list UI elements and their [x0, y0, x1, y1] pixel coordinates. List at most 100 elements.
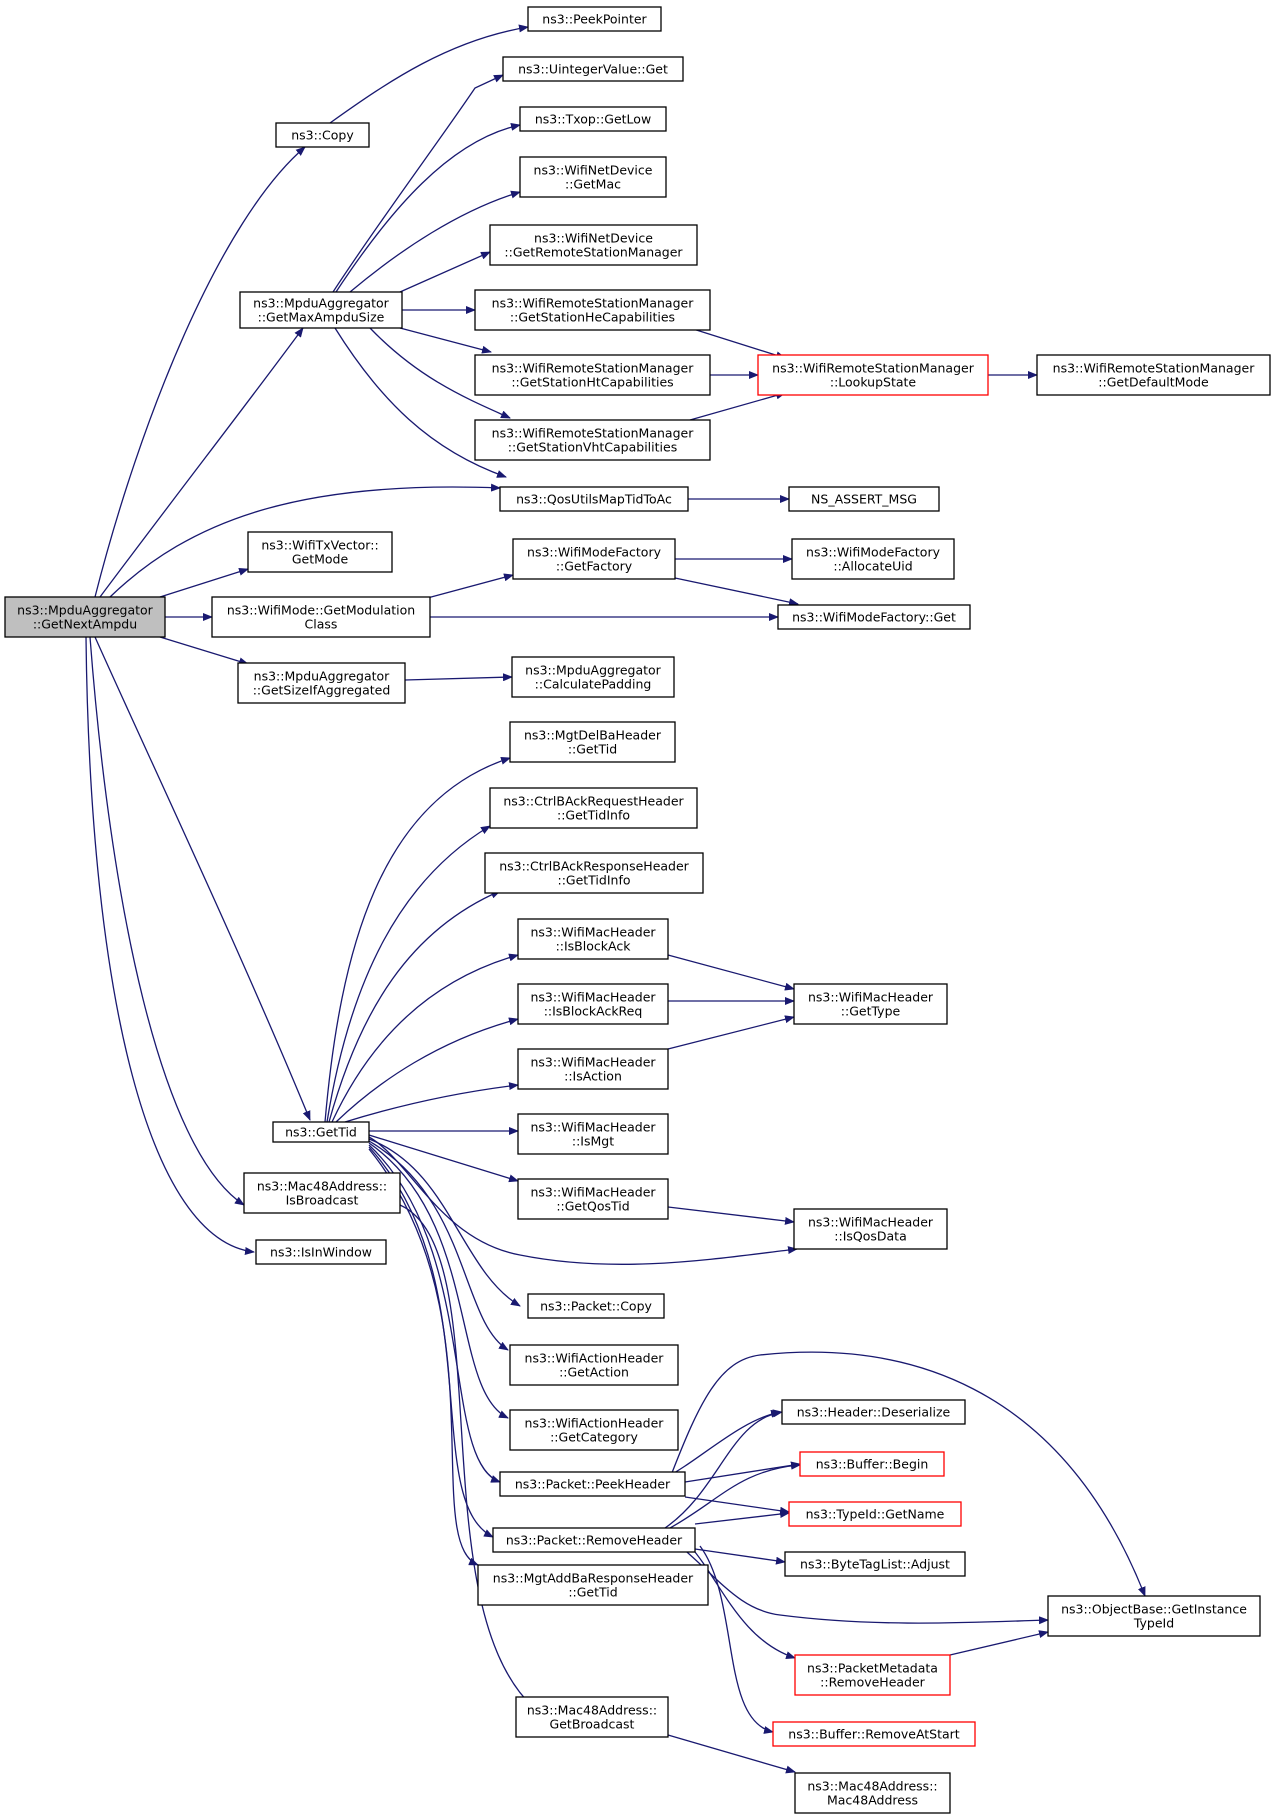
node-root[interactable]: ns3::MpduAggregator::GetNextAmpdu [4, 596, 166, 638]
node-barresptid[interactable]: ns3::CtrlBAckResponseHeader::GetTidInfo [484, 852, 704, 894]
node-isqosdata[interactable]: ns3::WifiMacHeader::IsQosData [793, 1208, 948, 1250]
node-hdrdeser[interactable]: ns3::Header::Deserialize [781, 1399, 966, 1425]
node-bufbegin[interactable]: ns3::Buffer::Begin [799, 1451, 945, 1477]
node-wmfget[interactable]: ns3::WifiModeFactory::Get [777, 604, 971, 630]
node-label: ns3::WifiNetDevice [534, 231, 653, 246]
node-box [1036, 354, 1271, 396]
node-label: ::GetMac [565, 177, 621, 192]
node-label: ::GetFactory [556, 559, 633, 574]
node-label: ns3::MpduAggregator [253, 296, 390, 311]
node-gethe[interactable]: ns3::WifiRemoteStationManager::GetStatio… [474, 289, 711, 331]
node-label: ::AllocateUid [833, 559, 912, 574]
edge-gettid-addbatid [368, 1148, 479, 1566]
node-label: ::GetStationHtCapabilities [511, 375, 673, 390]
node-getaction[interactable]: ns3::WifiActionHeader::GetAction [509, 1344, 679, 1386]
node-box [474, 289, 711, 331]
node-getqostid[interactable]: ns3::WifiMacHeader::GetQosTid [517, 1178, 669, 1220]
node-ismgt[interactable]: ns3::WifiMacHeader::IsMgt [517, 1113, 669, 1155]
node-txgetmode[interactable]: ns3::WifiTxVector::GetMode [247, 531, 393, 573]
node-box [794, 1654, 951, 1696]
node-box [772, 1721, 976, 1747]
node-box [272, 1121, 370, 1143]
node-box [502, 56, 684, 82]
node-box [1047, 1595, 1261, 1637]
edge-root-maxampdu [99, 327, 304, 598]
edge-maxampdu-getvht [369, 327, 511, 419]
node-label: ::GetAction [559, 1365, 629, 1380]
node-box [243, 1172, 401, 1214]
node-isbcast[interactable]: ns3::Mac48Address::IsBroadcast [243, 1172, 401, 1214]
node-removehdr[interactable]: ns3::Packet::RemoveHeader [492, 1527, 696, 1553]
edge-maxampdu-getht [399, 327, 492, 354]
edge-removehdr-pmremovehdr [689, 1545, 796, 1659]
node-label: ns3::Txop::GetLow [535, 112, 651, 127]
node-isblockack[interactable]: ns3::WifiMacHeader::IsBlockAck [517, 918, 669, 960]
node-txoplow[interactable]: ns3::Txop::GetLow [519, 106, 667, 132]
node-getht[interactable]: ns3::WifiRemoteStationManager::GetStatio… [474, 354, 711, 396]
edge-gettid-isblockackreq [335, 1017, 519, 1123]
node-gettid[interactable]: ns3::GetTid [272, 1121, 370, 1143]
node-copy[interactable]: ns3::Copy [275, 122, 370, 148]
node-label: ns3::ByteTagList::Adjust [800, 1557, 950, 1572]
node-box [509, 1409, 679, 1451]
node-label: ::GetStationHeCapabilities [510, 310, 675, 325]
node-addbatid[interactable]: ns3::MgtAddBaResponseHeader::GetTid [477, 1564, 709, 1606]
node-label: ns3::Mac48Address:: [807, 1779, 937, 1794]
edge-root-txgetmode [159, 567, 249, 598]
edge-removehdr-bufbegin [669, 1461, 801, 1529]
node-box [474, 419, 711, 461]
node-getmac[interactable]: ns3::WifiNetDevice::GetMac [519, 156, 667, 198]
node-peekptr[interactable]: ns3::PeekPointer [527, 6, 662, 32]
node-isaction[interactable]: ns3::WifiMacHeader::IsAction [517, 1048, 669, 1090]
node-box [4, 596, 166, 638]
node-getrsm[interactable]: ns3::WifiNetDevice::GetRemoteStationMana… [489, 224, 698, 266]
node-label: ns3::MpduAggregator [17, 603, 154, 618]
node-bufremove[interactable]: ns3::Buffer::RemoveAtStart [772, 1721, 976, 1747]
node-lookup[interactable]: ns3::WifiRemoteStationManager::LookupSta… [757, 354, 989, 396]
node-getbcast[interactable]: ns3::Mac48Address::GetBroadcast [515, 1696, 669, 1738]
edge-gettid-isblockack [331, 953, 519, 1123]
node-peekhdr[interactable]: ns3::Packet::PeekHeader [499, 1471, 686, 1497]
node-gettype[interactable]: ns3::WifiMacHeader::GetType [793, 983, 948, 1025]
node-getcategory[interactable]: ns3::WifiActionHeader::GetCategory [509, 1409, 679, 1451]
node-pktcopy[interactable]: ns3::Packet::Copy [527, 1293, 665, 1319]
node-box [515, 1696, 669, 1738]
node-delbatid[interactable]: ns3::MgtDelBaHeader::GetTid [509, 721, 676, 763]
node-allocuid[interactable]: ns3::WifiModeFactory::AllocateUid [791, 538, 955, 580]
node-nsassert[interactable]: NS_ASSERT_MSG [788, 486, 940, 512]
node-getfactory[interactable]: ns3::WifiModeFactory::GetFactory [512, 538, 676, 580]
node-sizeifagg[interactable]: ns3::MpduAggregator::GetSizeIfAggregated [237, 662, 406, 704]
node-calcpad[interactable]: ns3::MpduAggregator::CalculatePadding [511, 656, 675, 698]
node-label: ns3::WifiMacHeader [808, 990, 934, 1005]
node-label: ns3::MgtAddBaResponseHeader [493, 1571, 694, 1586]
edge-root-qosmap [109, 483, 501, 598]
node-typeidname[interactable]: ns3::TypeId::GetName [788, 1501, 962, 1527]
edge-gettid-peekhdr [368, 1144, 501, 1483]
node-box [784, 1551, 966, 1577]
node-label: ::IsQosData [834, 1229, 906, 1244]
node-uintget[interactable]: ns3::UintegerValue::Get [502, 56, 684, 82]
node-getvht[interactable]: ns3::WifiRemoteStationManager::GetStatio… [474, 419, 711, 461]
edge-maxampdu-getmac [349, 190, 521, 293]
node-label: TypeId [1133, 1616, 1174, 1631]
node-qosmap[interactable]: ns3::QosUtilsMapTidToAc [499, 486, 689, 512]
node-box [255, 1239, 387, 1265]
node-barreqtid[interactable]: ns3::CtrlBAckRequestHeader::GetTidInfo [489, 787, 698, 829]
node-maxampdu[interactable]: ns3::MpduAggregator::GetMaxAmpduSize [239, 291, 403, 329]
node-label: ::IsAction [564, 1069, 622, 1084]
node-defmode[interactable]: ns3::WifiRemoteStationManager::GetDefaul… [1036, 354, 1271, 396]
node-mac48ctor[interactable]: ns3::Mac48Address::Mac48Address [794, 1772, 951, 1814]
node-box [788, 486, 940, 512]
node-box [527, 6, 662, 32]
node-pmremovehdr[interactable]: ns3::PacketMetadata::RemoveHeader [794, 1654, 951, 1696]
node-btladjust[interactable]: ns3::ByteTagList::Adjust [784, 1551, 966, 1577]
edge-getmodclass-getfactory [419, 573, 514, 601]
node-label: ::GetRemoteStationManager [504, 245, 683, 260]
edge-peekhdr-objgettype [669, 1351, 1146, 1597]
node-isinwindow[interactable]: ns3::IsInWindow [255, 1239, 387, 1265]
node-label: ns3::Mac48Address:: [257, 1179, 387, 1194]
node-isblockackreq[interactable]: ns3::WifiMacHeader::IsBlockAckReq [517, 983, 669, 1025]
